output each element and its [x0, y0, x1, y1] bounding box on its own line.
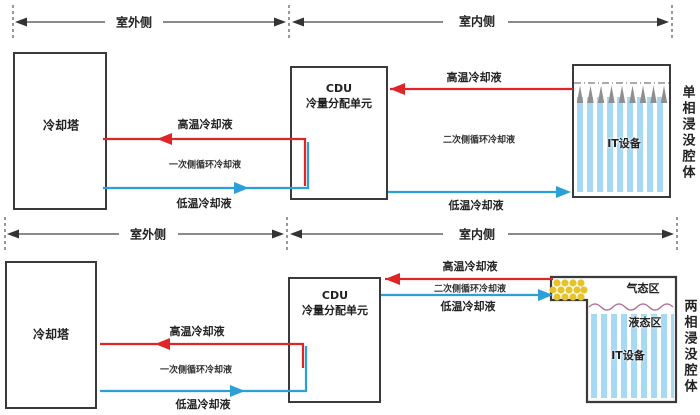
cooling-tower-label-1: 冷却塔 — [42, 118, 80, 133]
hot-coolant-label-outdoor-1: 高温冷却液 — [177, 118, 233, 131]
cold-flow-arrowhead-icon — [538, 289, 553, 301]
cooling-tower-box-two-phase — [5, 261, 97, 409]
gas-zone-label: 气态区 — [626, 282, 660, 295]
it-equipment-label-1: IT设备 — [607, 137, 641, 150]
hot-flow-arrowhead-icon — [155, 338, 170, 350]
primary-loop-label-1: 一次侧循环冷却液 — [168, 160, 242, 171]
cold-coolant-label-outdoor-1: 低温冷却液 — [176, 197, 232, 210]
cdu-subtitle-1: 冷量分配单元 — [306, 97, 372, 110]
hot-coolant-label-indoor-1: 高温冷却液 — [446, 71, 502, 84]
chamber-title-two-phase: 两相浸没腔体 — [681, 299, 697, 395]
immersion-liquid-bars-single-phase — [577, 97, 667, 192]
cdu-subtitle-2: 冷量分配单元 — [302, 304, 368, 317]
outdoor-side-label-2: 室外侧 — [129, 227, 167, 242]
header1-arrowhead-icons — [15, 17, 669, 27]
indoor-side-label-2: 室内侧 — [458, 227, 496, 242]
condenser-dots-icon — [549, 279, 588, 301]
cdu-label-1: CDU 冷量分配单元 — [306, 81, 372, 111]
cooling-tower-box-single-phase — [13, 52, 107, 210]
hot-flow-arrowhead-icon — [157, 133, 172, 145]
cold-flow-arrowhead-icon — [234, 182, 249, 194]
primary-loop-label-2: 一次侧循环冷却液 — [159, 365, 233, 376]
it-equipment-label-2: IT设备 — [611, 349, 645, 362]
chamber-title-single-phase: 单相浸没腔体 — [679, 85, 695, 181]
hot-coolant-label-indoor-2: 高温冷却液 — [442, 260, 498, 273]
cold-coolant-label-indoor-1: 低温冷却液 — [448, 199, 504, 212]
header2-dashed-dividers — [4, 217, 678, 252]
outdoor-side-label-1: 室外侧 — [115, 15, 153, 30]
hot-flow-arrowhead-icon — [390, 83, 405, 95]
liquid-surface-wave — [588, 303, 674, 311]
cooling-tower-label-2: 冷却塔 — [32, 327, 70, 342]
secondary-loop-label-2: 二次侧循环冷却液 — [433, 284, 507, 295]
cold-flow-arrowhead-icon — [556, 186, 571, 198]
header1-dashed-dividers — [12, 5, 673, 40]
cdu-label-2: CDU 冷量分配单元 — [302, 288, 368, 318]
indoor-side-label-1: 室内侧 — [458, 14, 496, 29]
cold-coolant-label-indoor-2: 低温冷却液 — [440, 300, 496, 313]
header2-arrowhead-icons — [7, 229, 674, 239]
liquid-zone-label: 液态区 — [628, 316, 662, 329]
secondary-loop-label-1: 二次侧循环冷却液 — [442, 135, 516, 146]
hot-flow-arrowhead-icon — [385, 273, 400, 285]
cold-flow-arrowhead-icon — [230, 385, 245, 397]
cdu-title-1: CDU — [325, 82, 353, 95]
hot-coolant-label-outdoor-2: 高温冷却液 — [169, 325, 225, 338]
cdu-title-2: CDU — [321, 289, 349, 302]
cold-coolant-label-outdoor-2: 低温冷却液 — [175, 398, 231, 411]
